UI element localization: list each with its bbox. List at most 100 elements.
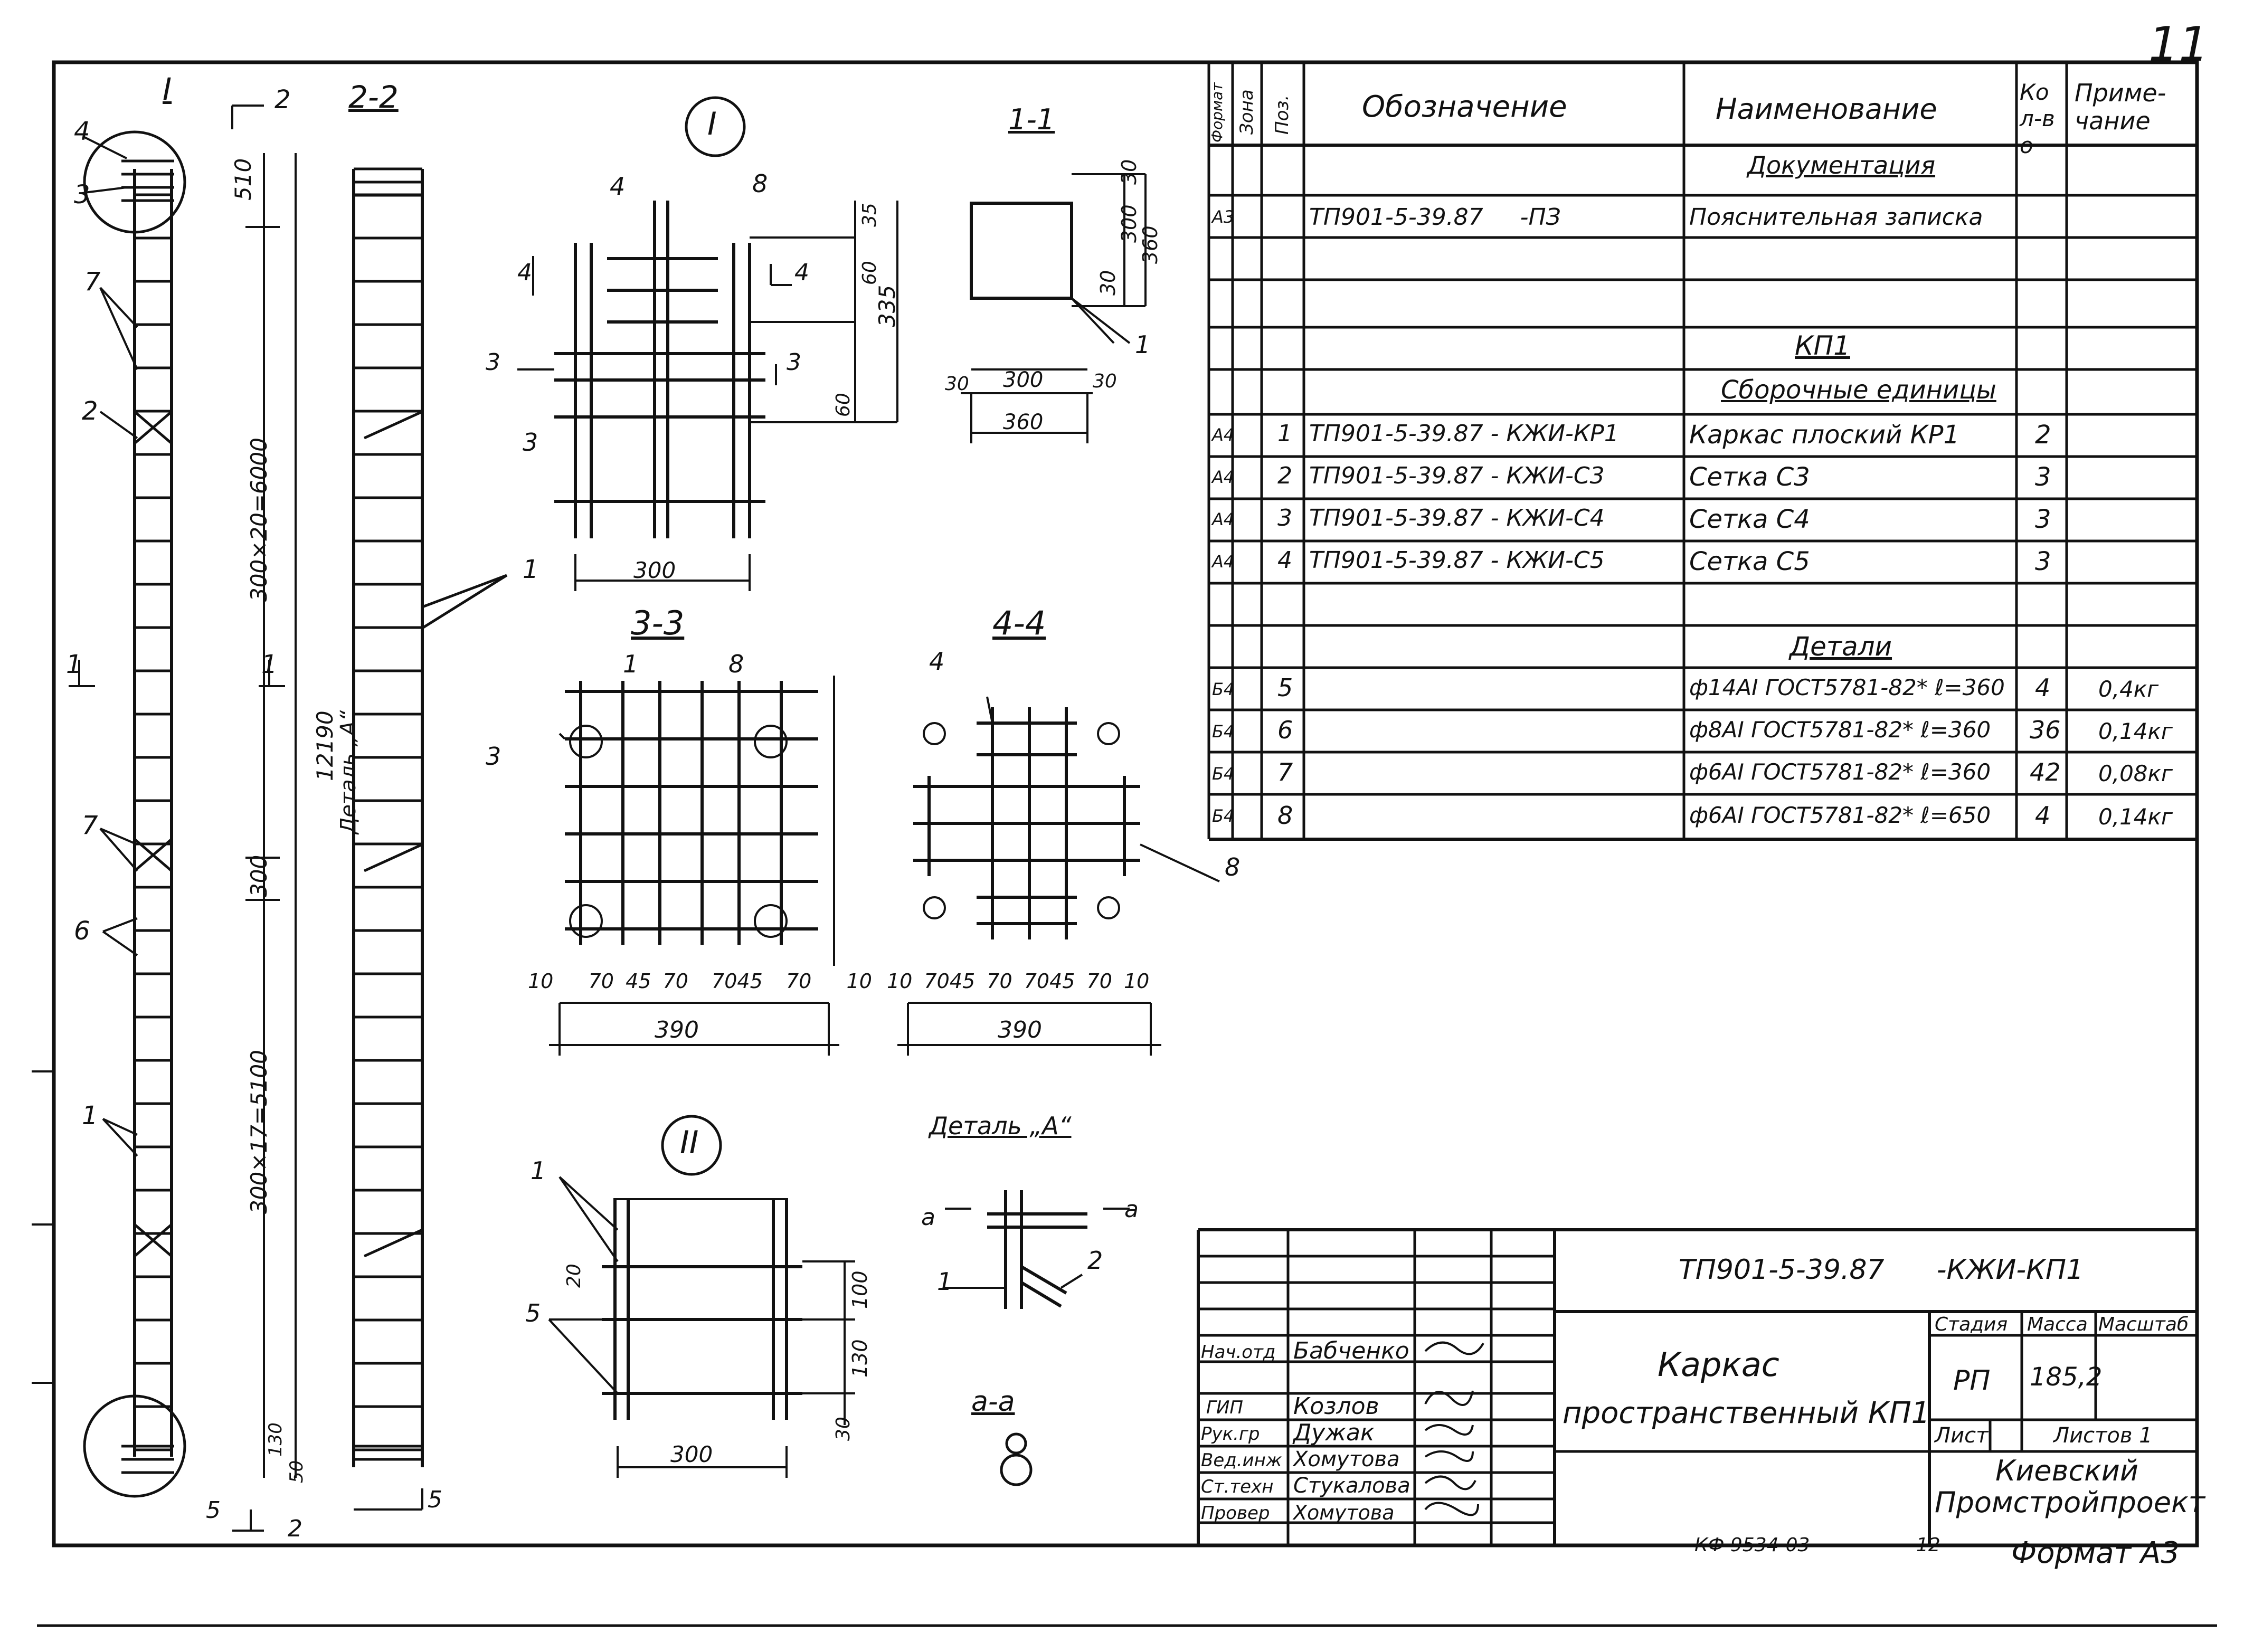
pos-4-s44: 4 <box>929 647 945 676</box>
label-view-I: I <box>707 106 717 143</box>
spec-header-note: Приме-чание <box>2075 79 2166 135</box>
dim-130-main: 130 <box>265 1422 286 1457</box>
spec-header-name: Наименование <box>1716 92 1937 126</box>
pos-8-viewI: 8 <box>752 169 768 198</box>
role-5: Провер <box>1201 1503 1270 1524</box>
cut-label-2-top: 2 <box>274 85 291 115</box>
cut-a-right: а <box>1124 1196 1139 1223</box>
spec-row2-designation: ТП901-5-39.87 - КЖИ-С3 <box>1309 462 1605 489</box>
spec-row1-format: А4 <box>1212 425 1235 445</box>
pos-3-s33: 3 <box>486 742 501 771</box>
spec-row2-format: А4 <box>1212 467 1235 487</box>
spec-detail7-name: ф6АI ГОСТ5781-82* ℓ=360 <box>1689 759 1991 785</box>
spec-detail8-name: ф6АI ГОСТ5781-82* ℓ=650 <box>1689 802 1991 828</box>
dim-35-viewI: 35 <box>859 203 880 227</box>
spec-detail5-format: Б4 <box>1212 679 1235 699</box>
pos-2-detailA: 2 <box>1087 1246 1103 1275</box>
spec-section-docs: Документация <box>1747 151 1936 179</box>
label-sec-a-a: а-а <box>971 1386 1015 1418</box>
cut-label-2-bottom: 2 <box>288 1515 302 1542</box>
bottom-number: 12 <box>1916 1534 1940 1556</box>
label-sec-2-2: 2-2 <box>348 79 399 115</box>
dim-30-s11-right: 30 <box>1093 371 1117 392</box>
cut-4-viewI-right: 4 <box>794 259 809 286</box>
role-1: ГИП <box>1206 1397 1243 1418</box>
title-block-grid <box>1197 1228 2197 1545</box>
pos-5-main: 5 <box>206 1497 221 1524</box>
spec-section-kp1: КП1 <box>1795 330 1850 361</box>
dim-510: 510 <box>230 158 256 201</box>
spec-header-format: Формат <box>1208 82 1226 143</box>
spec-row4-pos: 4 <box>1277 547 1292 574</box>
title-line-2: пространственный КП1 <box>1563 1396 1930 1430</box>
cut-3-viewI-left: 3 <box>486 349 500 376</box>
spec-detail5-qty: 4 <box>2035 673 2051 702</box>
role-name-4: Стукалова <box>1293 1474 1410 1498</box>
spec-detail8-qty: 4 <box>2035 801 2051 830</box>
sheet-number: 11 <box>2148 17 2209 72</box>
pos-1-s33: 1 <box>623 650 639 678</box>
pos-1-sec22: 1 <box>523 555 539 584</box>
org-line-1: Киевский <box>1995 1454 2138 1487</box>
dim-50-main: 50 <box>286 1460 307 1483</box>
spec-section-assembly: Сборочные единицы <box>1721 375 1996 405</box>
dim-100-viewII: 100 <box>848 1270 872 1309</box>
spec-detail6-note: 0,14кг <box>2098 718 2173 744</box>
spec-row1-name: Каркас плоский КР1 <box>1689 420 1960 450</box>
spec-detail7-note: 0,08кг <box>2098 761 2173 786</box>
dim-60b-viewI: 60 <box>832 393 854 417</box>
title-line-1: Каркас <box>1658 1345 1779 1384</box>
spec-detail6-format: Б4 <box>1212 721 1235 742</box>
spec-detail7-format: Б4 <box>1212 764 1235 784</box>
dim-row-s44: 10 7045 70 7045 70 10 <box>887 970 1150 993</box>
cut-a-left: а <box>921 1204 935 1231</box>
main-elevation <box>69 105 297 1532</box>
spec-detail7-qty: 42 <box>2030 758 2061 786</box>
role-name-0: Бабченко <box>1293 1337 1409 1364</box>
scale-label: Масштаб <box>2098 1314 2189 1335</box>
label-detail-A: Деталь „А“ <box>929 1112 1072 1140</box>
pos-5-viewII: 5 <box>525 1299 541 1327</box>
spec-table-grid <box>1207 62 2199 841</box>
spec-section-details: Детали <box>1789 631 1892 662</box>
dim-300x17: 300×17=5100 <box>246 1050 272 1214</box>
spec-row3-qty: 3 <box>2035 505 2051 534</box>
role-name-3: Хомутова <box>1293 1447 1400 1471</box>
title-doc-code: ТП901-5-39.87 -КЖИ-КП1 <box>1679 1254 2084 1286</box>
role-name-5: Хомутова <box>1293 1501 1395 1524</box>
spec-row2-qty: 3 <box>2035 462 2051 492</box>
pos-4-main: 4 <box>74 117 90 146</box>
view-I <box>517 96 898 591</box>
format-label: Формат А3 <box>2011 1536 2180 1570</box>
pos-1-main: 1 <box>82 1101 98 1131</box>
pos-7-main-mid: 7 <box>82 811 98 840</box>
spec-row1-qty: 2 <box>2035 420 2051 450</box>
view-II <box>548 1115 855 1478</box>
bottom-code: КФ 9534-03 <box>1694 1534 1810 1556</box>
spec-detail5-pos: 5 <box>1277 673 1293 702</box>
spec-row4-name: Сетка С5 <box>1689 547 1810 576</box>
pos-7-main-top: 7 <box>84 267 101 297</box>
spec-row3-designation: ТП901-5-39.87 - КЖИ-С4 <box>1309 505 1605 531</box>
cut-label-1-right: 1 <box>261 650 278 679</box>
spec-row1-pos: 1 <box>1277 420 1292 447</box>
pos-2-main: 2 <box>82 396 98 426</box>
spec-row1-designation: ТП901-5-39.87 - КЖИ-КР1 <box>1309 420 1619 447</box>
section-4-4 <box>897 696 1220 1056</box>
pos-8-s33: 8 <box>728 650 744 678</box>
cut-4-viewI-left: 4 <box>517 259 532 286</box>
detail-A <box>945 1190 1130 1486</box>
label-sec-1-1: 1-1 <box>1008 103 1055 136</box>
cut-3-viewI-right: 3 <box>787 349 801 376</box>
pos-5-sec22: 5 <box>428 1486 442 1513</box>
role-4: Ст.техн <box>1201 1476 1274 1497</box>
dim-360-s11-v: 360 <box>1139 225 1162 264</box>
dim-60-viewI: 60 <box>859 261 880 285</box>
mass-value: 185,2 <box>2030 1362 2103 1392</box>
dim-row-s33: 10 70 45 70 7045 70 10 <box>528 970 872 993</box>
spec-row4-qty: 3 <box>2035 547 2051 576</box>
role-3: Вед.инж <box>1201 1450 1282 1471</box>
spec-detail7-pos: 7 <box>1277 758 1293 786</box>
role-0: Нач.отд <box>1201 1342 1276 1363</box>
